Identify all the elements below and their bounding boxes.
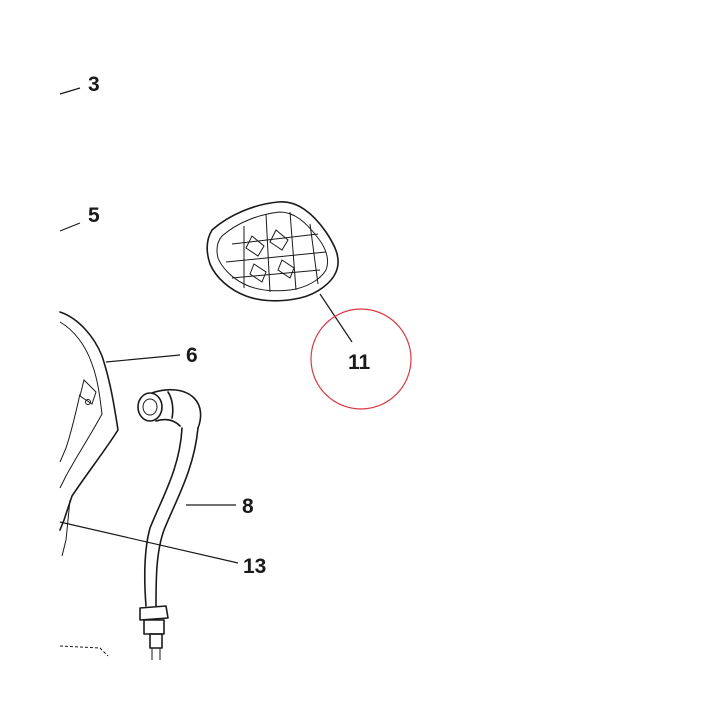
hose-end-cap-inner xyxy=(142,398,158,416)
hose-end-cap xyxy=(137,392,163,422)
callout-label-5: 5 xyxy=(88,204,100,227)
leader-line-3 xyxy=(59,87,81,95)
housing-bottom-dashes xyxy=(59,645,109,657)
leader-line-6 xyxy=(105,354,181,363)
callout-label-3: 3 xyxy=(88,73,100,96)
hose-outer xyxy=(155,427,199,607)
highlight-circle xyxy=(310,308,412,410)
part-11-grille[interactable] xyxy=(206,201,339,302)
callout-label-6: 6 xyxy=(186,344,198,367)
grille-frame-inner xyxy=(216,211,329,292)
callout-13[interactable]: 13 xyxy=(59,521,266,578)
housing-inner-edge xyxy=(59,321,103,489)
housing-boss xyxy=(79,379,97,405)
housing-outer-edge xyxy=(59,311,119,531)
callout-label-8: 8 xyxy=(242,495,254,518)
callout-3[interactable]: 3 xyxy=(59,73,100,96)
hose-ferrule xyxy=(139,605,169,621)
callout-11[interactable]: 11 xyxy=(310,293,412,410)
callout-label-13: 13 xyxy=(243,555,266,578)
callout-5[interactable]: 5 xyxy=(59,204,100,232)
hose-tip-ends xyxy=(151,648,161,660)
housing-hole xyxy=(85,399,91,405)
hose-inner xyxy=(144,427,183,607)
callout-8[interactable]: 8 xyxy=(186,495,254,518)
housing-lower-edge xyxy=(61,499,71,557)
elbow-seam xyxy=(167,391,174,419)
housing-rib xyxy=(59,393,81,463)
leader-line-11 xyxy=(319,293,353,343)
hose-tip xyxy=(149,633,163,649)
leader-line-5 xyxy=(59,222,81,232)
elbow-bottom xyxy=(155,418,181,427)
hose-coupling xyxy=(143,619,165,635)
part-6-housing-cover[interactable] xyxy=(59,311,119,657)
part-8-hose[interactable] xyxy=(137,388,202,660)
grille-frame-outer xyxy=(206,201,339,302)
callout-6[interactable]: 6 xyxy=(105,344,198,367)
grille-mesh xyxy=(225,211,327,293)
leader-line-13 xyxy=(59,521,239,564)
callout-label-11: 11 xyxy=(348,351,371,374)
elbow-top xyxy=(151,388,202,429)
